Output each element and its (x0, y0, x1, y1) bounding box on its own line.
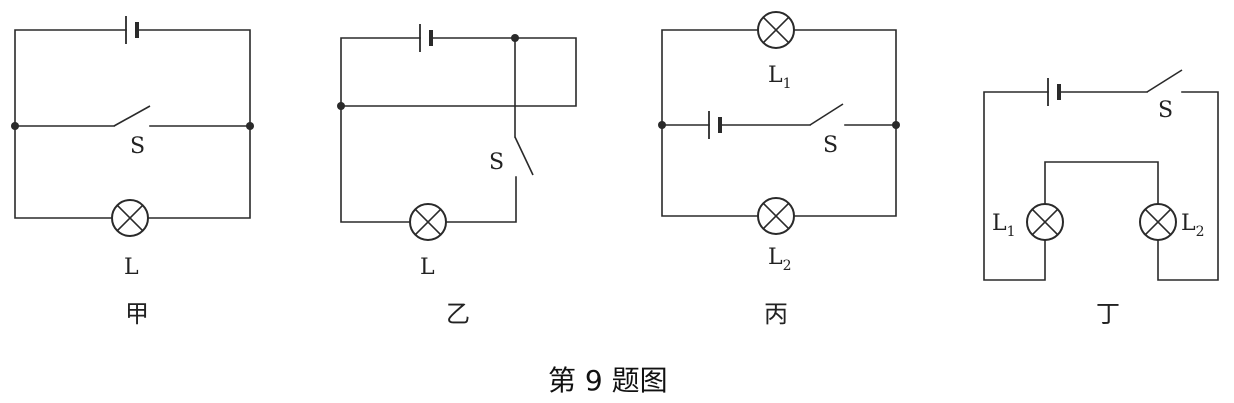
circuit-ding-lamp-1-label: L1 (992, 211, 1016, 240)
circuit-jia-wires (14, 29, 251, 219)
circuit-jia-caption: 甲 (125, 300, 149, 328)
circuit-yi-switch[interactable] (514, 136, 534, 176)
circuit-jia-node-left (11, 122, 19, 130)
circuit-jia-battery (125, 16, 139, 44)
circuit-yi-node-left (337, 102, 345, 110)
circuit-yi: S L 乙 (337, 24, 577, 328)
circuit-yi-battery (419, 24, 433, 52)
circuit-jia-switch[interactable] (113, 105, 151, 127)
circuit-yi-lamp-label: L (420, 255, 435, 280)
circuit-bing-caption: 丙 (764, 300, 788, 328)
circuit-jia-lamp-label: L (124, 255, 139, 280)
circuit-jia: S L 甲 (11, 16, 254, 328)
circuit-bing-battery (708, 111, 722, 139)
circuit-yi-lamp (409, 203, 447, 241)
figure-title: 第 9 题图 (548, 364, 668, 397)
circuit-ding-lamp-2 (1139, 203, 1177, 241)
circuit-ding-switch-label: S (1158, 98, 1173, 123)
circuit-yi-node-top (511, 34, 519, 42)
circuit-yi-caption: 乙 (446, 300, 470, 328)
circuit-ding-switch[interactable] (1146, 69, 1183, 93)
circuit-bing-node-right (892, 121, 900, 129)
circuit-ding-lamp-1 (1026, 203, 1064, 241)
circuit-bing-node-left (658, 121, 666, 129)
circuit-ding-lamp-2-label: L2 (1181, 211, 1205, 240)
circuit-bing-switch-label: S (823, 133, 838, 158)
circuit-jia-node-right (246, 122, 254, 130)
circuit-bing-wires (661, 29, 897, 217)
circuit-ding: S L1 L2 丁 (983, 69, 1219, 328)
circuit-ding-battery (1047, 78, 1061, 106)
circuit-yi-switch-label: S (489, 150, 504, 175)
circuit-bing-switch[interactable] (809, 103, 844, 126)
circuit-yi-wires (340, 37, 577, 223)
circuit-bing: L1 S L2 丙 (658, 11, 900, 328)
circuit-bing-lamp-1 (757, 11, 795, 49)
circuit-jia-switch-label: S (130, 134, 145, 159)
circuit-bing-lamp-1-label: L1 (768, 63, 792, 92)
circuit-bing-lamp-2 (757, 197, 795, 235)
circuit-ding-caption: 丁 (1096, 300, 1120, 328)
circuit-jia-lamp (111, 199, 149, 237)
circuit-ding-wires (983, 91, 1219, 281)
circuit-bing-lamp-2-label: L2 (768, 245, 792, 274)
